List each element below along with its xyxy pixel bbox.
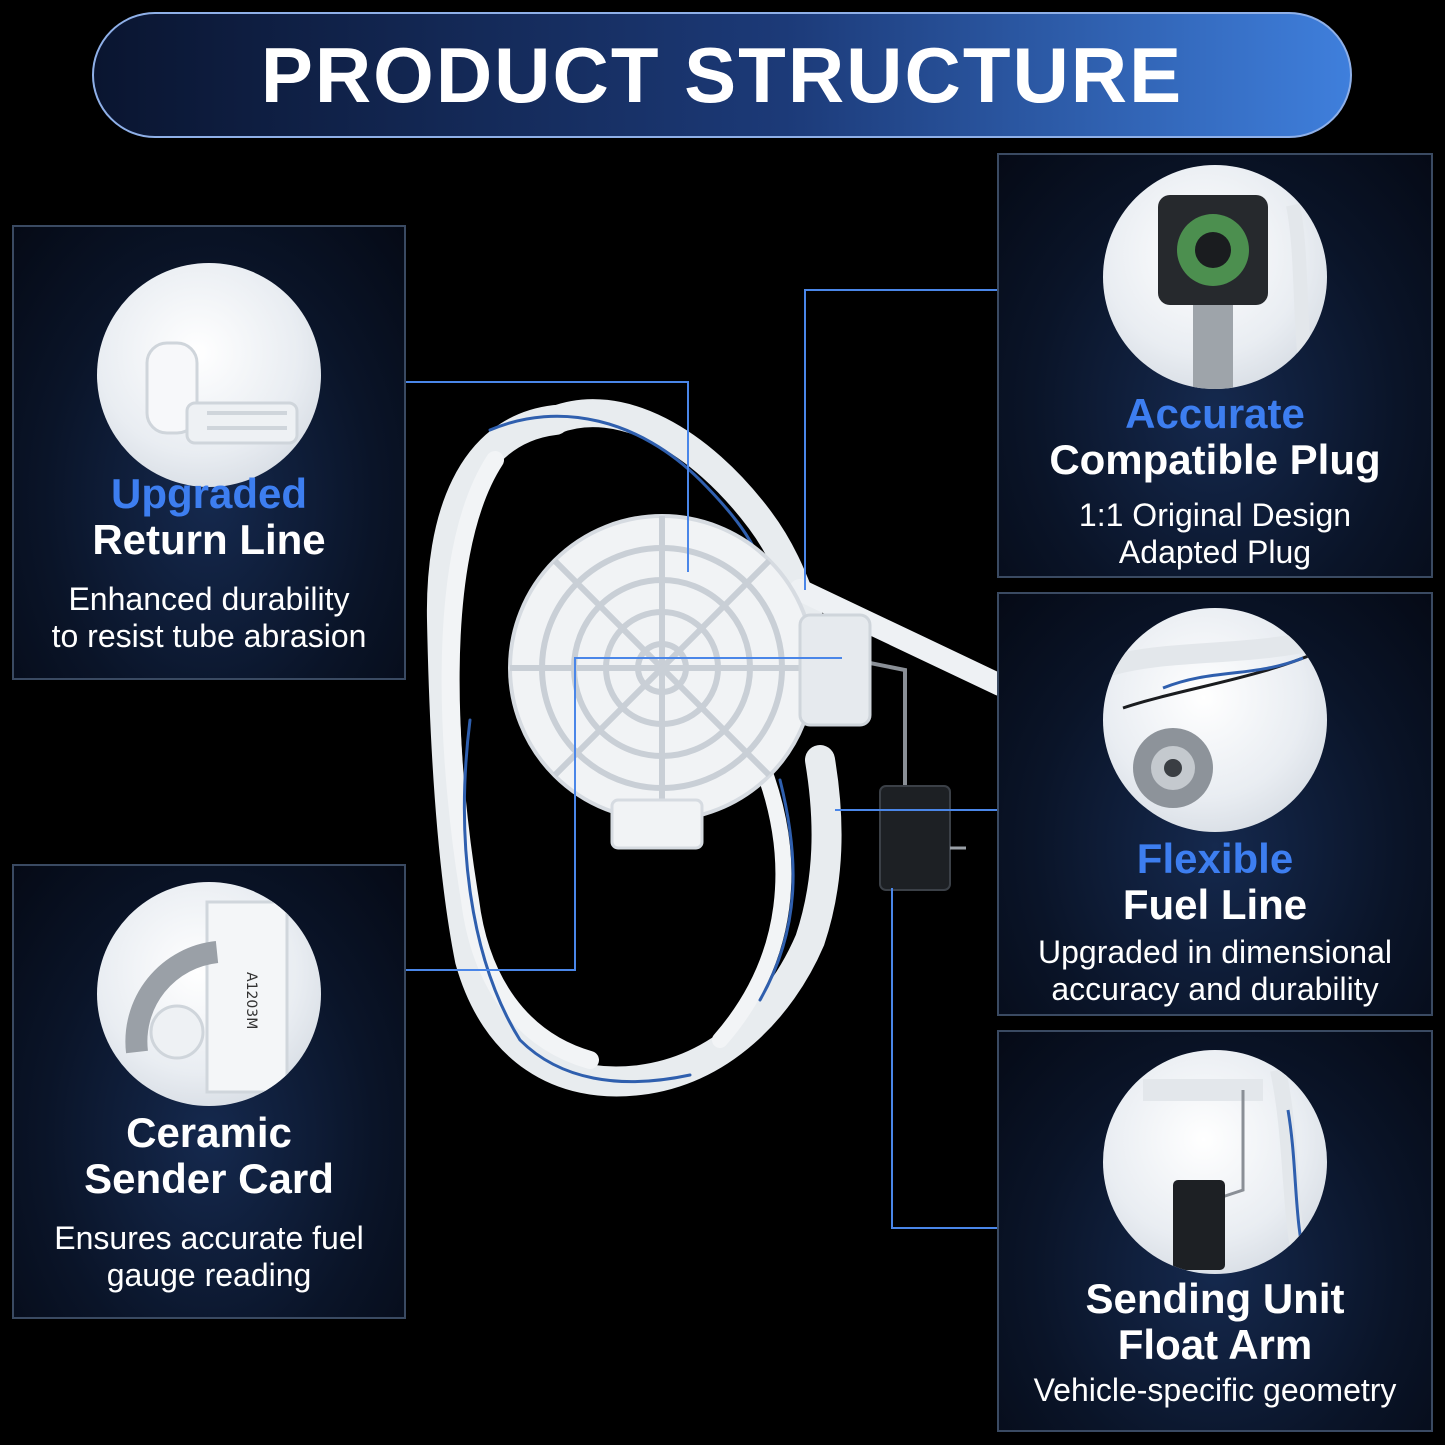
float-arm-title-2: Float Arm xyxy=(1117,1321,1313,1368)
fuel-line-highlight: Flexible xyxy=(1136,835,1294,882)
float-arm-closeup-image xyxy=(1103,1050,1327,1274)
return-line-highlight: Upgraded xyxy=(110,470,307,517)
feature-card-fuel-line: Flexible Fuel Line Upgraded in dimension… xyxy=(997,592,1433,1016)
plug-highlight: Accurate xyxy=(1125,390,1305,437)
feature-card-sender-card: A1203M Ceramic Sender Card Ensures accur… xyxy=(12,864,406,1319)
feature-card-float-arm: Sending Unit Float Arm Vehicle-specific … xyxy=(997,1030,1433,1432)
sender-card-title-2: Sender Card xyxy=(84,1155,334,1202)
sender-card-desc-2: gauge reading xyxy=(106,1257,312,1293)
sender-card-closeup-image: A1203M xyxy=(97,882,321,1106)
return-line-desc-2: to resist tube abrasion xyxy=(51,618,367,654)
float-arm-desc-1: Vehicle-specific geometry xyxy=(1033,1372,1397,1408)
fuel-line-desc-1: Upgraded in dimensional xyxy=(1038,934,1392,970)
plug-title: Compatible Plug xyxy=(1049,436,1381,483)
fuel-line-closeup-image xyxy=(1103,608,1327,832)
fuel-line-title: Fuel Line xyxy=(1122,881,1308,928)
plug-closeup-image xyxy=(1103,165,1327,389)
return-line-closeup-image xyxy=(97,263,321,487)
sender-card-part-label: A1203M xyxy=(243,972,259,1029)
sender-card-title-1: Ceramic xyxy=(126,1109,292,1156)
sender-card-desc-1: Ensures accurate fuel xyxy=(54,1220,364,1256)
title-banner: PRODUCT STRUCTURE xyxy=(92,12,1352,138)
return-line-desc-1: Enhanced durability xyxy=(68,581,350,617)
plug-desc-1: 1:1 Original Design xyxy=(1078,497,1352,533)
plug-desc-2: Adapted Plug xyxy=(1118,534,1312,570)
page-title: PRODUCT STRUCTURE xyxy=(260,30,1184,119)
feature-card-plug: Accurate Compatible Plug 1:1 Original De… xyxy=(997,153,1433,578)
feature-card-return-line: Upgraded Return Line Enhanced durability… xyxy=(12,225,406,680)
float-arm-title-1: Sending Unit xyxy=(1085,1275,1345,1322)
return-line-title: Return Line xyxy=(92,516,326,563)
fuel-line-desc-2: accuracy and durability xyxy=(1051,971,1379,1007)
